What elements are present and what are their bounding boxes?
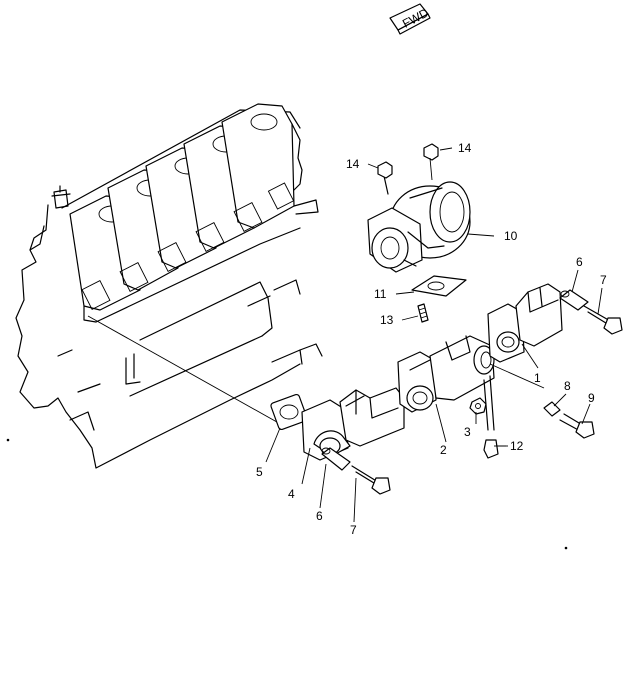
- exhaust-port-flanges: [81, 182, 295, 310]
- part-12-bolt: [483, 375, 506, 459]
- part-6-spacer-sleeve-upper: [559, 289, 589, 311]
- callout-leaders: [265, 147, 603, 523]
- part-14-nut-left: [377, 161, 393, 179]
- part-5-gasket: [270, 393, 308, 431]
- callout-7-upper: 7: [600, 273, 607, 287]
- fwd-label: FWD: [400, 5, 431, 30]
- part-3-nut: [469, 397, 487, 415]
- part-11-turbo-gasket: [411, 275, 467, 297]
- part-2-exhaust-manifold-center: [397, 335, 495, 413]
- callout-1: 1: [534, 371, 541, 385]
- callout-10: 10: [504, 229, 518, 243]
- callout-13: 13: [380, 313, 394, 327]
- part-9-bolt: [559, 413, 595, 439]
- part-10-turbocharger: [367, 175, 471, 273]
- part-8-spacer: [543, 401, 561, 417]
- callout-6-lower: 6: [316, 509, 323, 523]
- callout-7-lower: 7: [350, 523, 357, 537]
- engine-block: [15, 103, 323, 469]
- part-6-spacer-sleeve-lower: [321, 447, 351, 471]
- stray-dot: [564, 546, 568, 550]
- part-7-bolt-lower: [351, 465, 391, 495]
- callout-12: 12: [510, 439, 524, 453]
- callout-11: 11: [374, 287, 387, 301]
- callout-3: 3: [464, 425, 471, 439]
- part-4-exhaust-manifold: [301, 387, 405, 461]
- stray-dot: [6, 438, 10, 442]
- fwd-direction-badge: FWD: [389, 3, 431, 35]
- part-14-nut-right: [423, 143, 439, 181]
- leader-line-gasket: [87, 315, 285, 427]
- callout-4: 4: [288, 487, 295, 501]
- callout-6-upper: 6: [576, 255, 583, 269]
- callout-8: 8: [564, 379, 571, 393]
- part-7-bolt-upper: [583, 305, 623, 335]
- callout-14-right: 14: [458, 141, 472, 155]
- leader-line-manifold: [489, 363, 545, 389]
- callout-5: 5: [256, 465, 263, 479]
- callout-labels: 1 2 3 4 5 6 7 6 7 8 9 10 11 12 13 14 14: [256, 141, 607, 537]
- part-13-stud: [417, 303, 429, 323]
- callout-14-left: 14: [346, 157, 360, 171]
- part-1-exhaust-manifold-rear: [487, 283, 563, 363]
- callout-9: 9: [588, 391, 595, 405]
- callout-2: 2: [440, 443, 447, 457]
- cylinder-head-modules: [69, 103, 319, 311]
